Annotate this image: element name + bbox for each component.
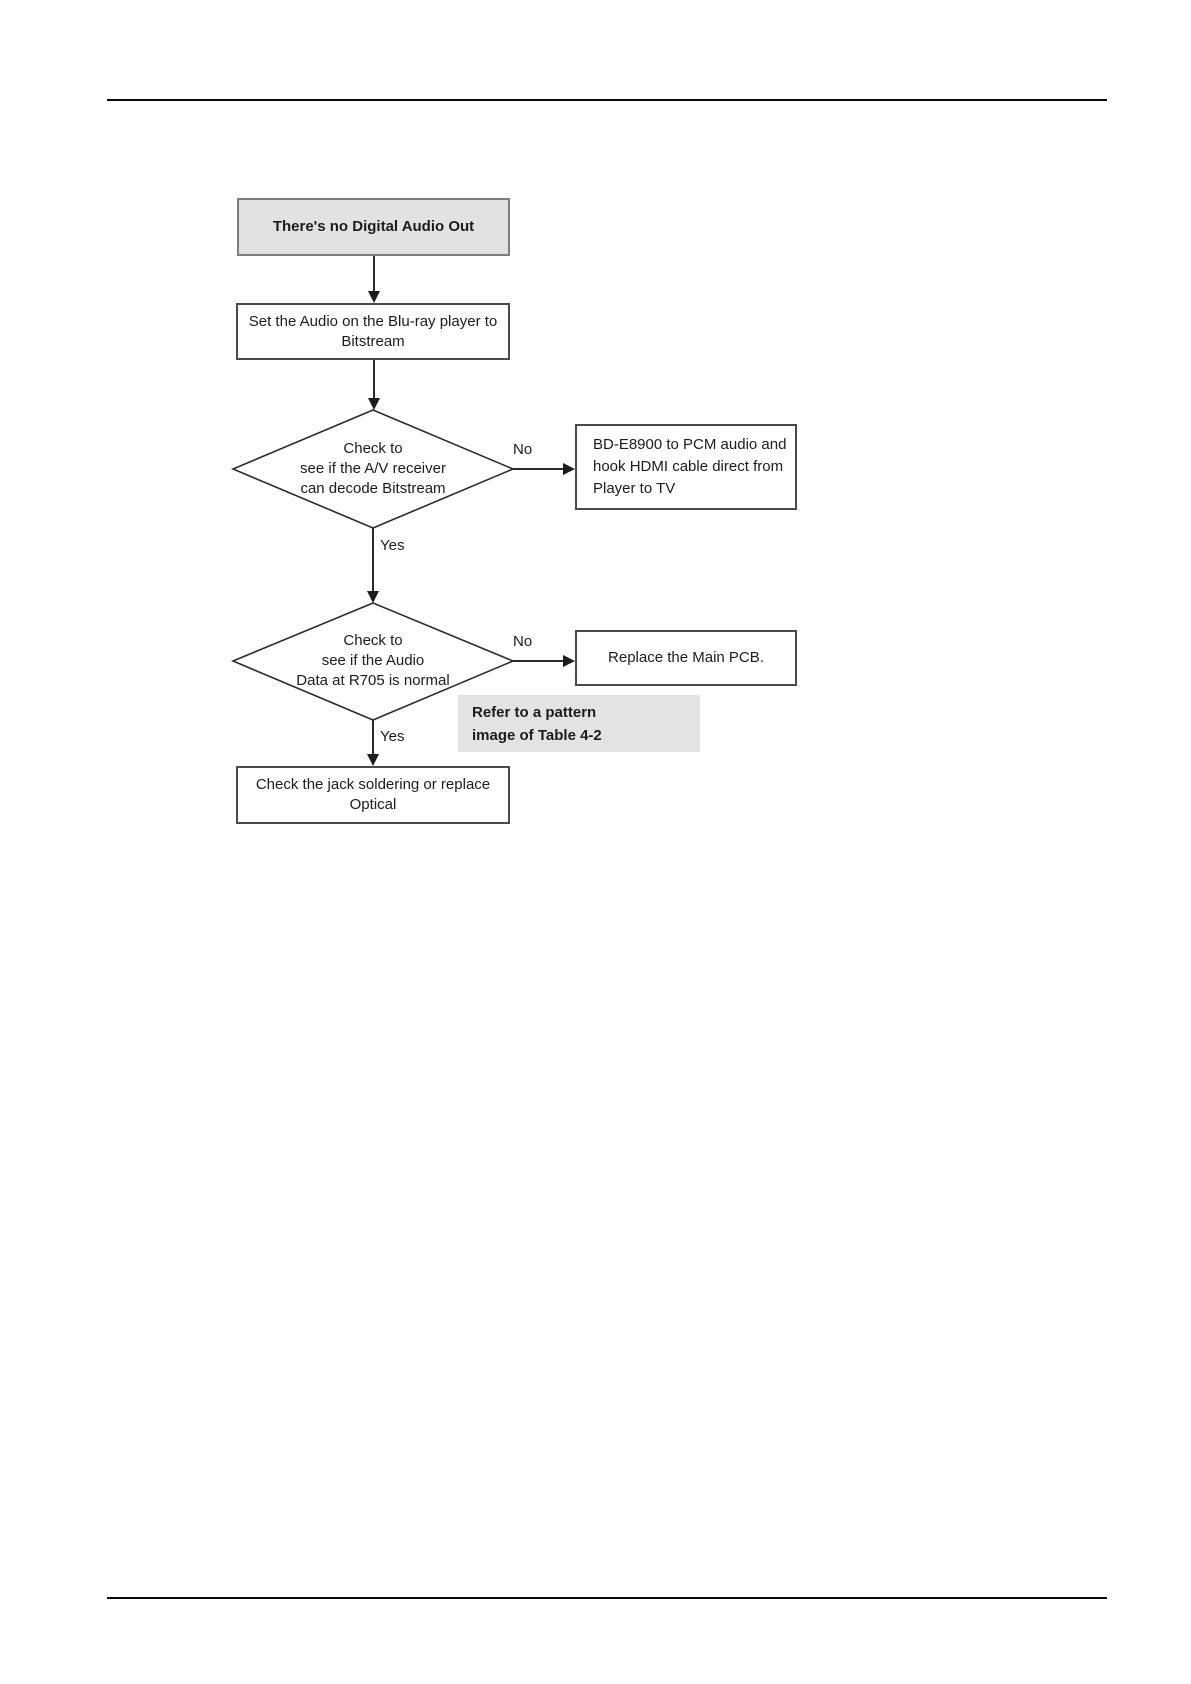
end-node: Check the jack soldering or replace Opti… <box>236 766 510 824</box>
edge-label-yes-1: Yes <box>380 537 405 554</box>
decision2-diamond <box>230 602 516 721</box>
action-pcm-hdmi-node: BD-E8900 to PCM audio and hook HDMI cabl… <box>575 424 797 510</box>
step-set-bitstream-node: Set the Audio on the Blu-ray player to B… <box>236 303 510 360</box>
edge-label-no-2: No <box>513 633 533 650</box>
edge-label-no-1: No <box>513 441 533 458</box>
arrowhead-into-action2 <box>563 655 575 667</box>
edge-label-yes-2: Yes <box>380 728 405 745</box>
arrowhead-into-step1 <box>368 291 380 303</box>
arrowhead-into-end <box>367 754 379 766</box>
header-rule <box>107 99 1107 101</box>
flowchart-canvas <box>230 256 575 766</box>
arrowhead-into-decision2 <box>367 591 379 603</box>
start-node: There's no Digital Audio Out <box>237 198 510 256</box>
note-pattern-table: Refer to a pattern image of Table 4-2 <box>458 695 700 752</box>
decision-av-receiver-label: Check to see if the A/V receiver can dec… <box>300 440 446 497</box>
arrowhead-into-action1 <box>563 463 575 475</box>
decision1-diamond <box>230 409 516 529</box>
action-replace-pcb-node: Replace the Main PCB. <box>575 630 797 686</box>
decision-audio-r705-label: Check to see if the Audio Data at R705 i… <box>296 632 450 689</box>
arrowhead-into-decision1 <box>368 398 380 410</box>
footer-rule <box>107 1597 1107 1599</box>
